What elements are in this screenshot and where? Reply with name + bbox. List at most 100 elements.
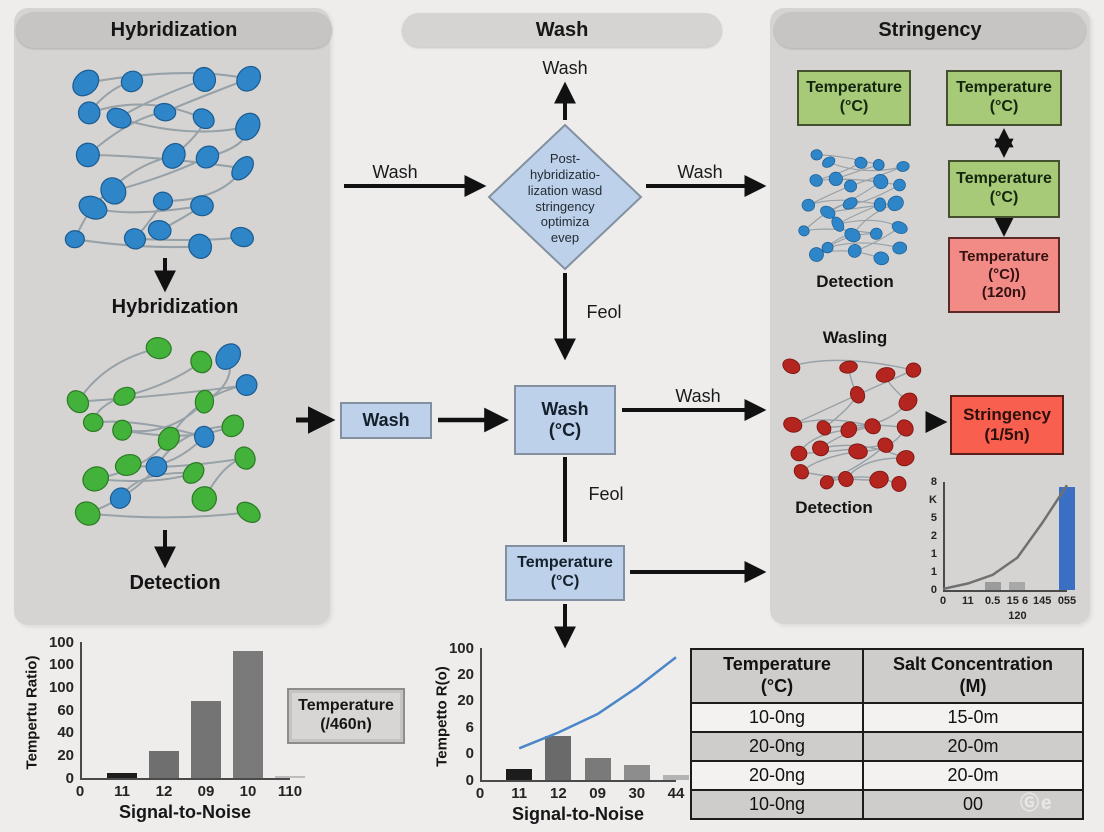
detection-step-label-left: Detection <box>129 572 221 594</box>
x-sub-tick-label: 120 <box>1008 610 1027 622</box>
table-cell: 20-0m <box>862 731 1084 762</box>
x-tick-label: 12 <box>155 783 173 800</box>
bar <box>506 769 533 780</box>
x-tick-label: 0 <box>939 595 947 607</box>
bar <box>191 701 221 778</box>
wash-arrow-in-label: Wash <box>372 162 418 182</box>
table-cell: 20-0m <box>862 760 1084 791</box>
y-tick-label: 0 <box>465 745 474 763</box>
bar <box>107 773 137 778</box>
table-header-salt: Salt Concentration (M) <box>862 648 1084 704</box>
y-tick-label: 20 <box>457 692 474 710</box>
protein-structure-blue-small <box>798 149 910 266</box>
y-tick-label: 8 <box>930 475 937 488</box>
protein-structure-green-blue <box>66 337 261 526</box>
table-cell: 15-0m <box>862 702 1084 733</box>
bar <box>1009 582 1026 590</box>
y-tick-label: 6 <box>465 718 474 736</box>
detection-step-label-right-bottom: Detection <box>795 498 873 517</box>
header-hybridization: Hybridization <box>16 12 332 48</box>
x-tick-label: 09 <box>197 783 215 800</box>
header-hybridization-label: Hybridization <box>110 18 238 41</box>
hybridization-step-label: Hybridization <box>111 296 239 318</box>
bar <box>984 582 1001 590</box>
y-axis <box>80 642 82 778</box>
x-tick-label: 0 <box>475 785 485 802</box>
wash-c-box: Wash (°C) <box>514 385 616 455</box>
header-stringency-label: Stringency <box>878 18 982 41</box>
y-tick-label: 1 <box>930 547 937 560</box>
y-tick-label: 0 <box>930 583 937 596</box>
bar <box>233 650 263 778</box>
table-header-row: Temperature (°C) Salt Concentration (M) <box>690 648 1084 704</box>
y-tick-label: 20 <box>57 746 74 764</box>
header-stringency: Stringency <box>774 12 1086 48</box>
header-wash-label: Wash <box>535 18 589 41</box>
header-wash: Wash <box>402 13 722 47</box>
x-axis <box>943 590 1067 592</box>
watermark: Ⓖe <box>1020 793 1054 814</box>
y-tick-label: 20 <box>457 665 474 683</box>
bar <box>623 765 650 780</box>
x-tick-label: 0 <box>75 783 85 800</box>
y-tick-label: 5 <box>930 511 937 524</box>
gray-temperature-box: Temperature (/460n) <box>287 688 405 744</box>
table-cell: 00 <box>862 789 1084 820</box>
x-tick-label: 15 6 <box>1006 595 1029 607</box>
y-axis <box>480 648 482 780</box>
wash-box: Wash <box>340 402 432 439</box>
x-tick-label: 09 <box>589 785 606 802</box>
y-tick-label: 1 <box>930 565 937 578</box>
x-tick-label: 145 <box>1033 595 1052 607</box>
y-tick-label: 40 <box>57 724 74 742</box>
x-tick-label: 44 <box>667 785 685 802</box>
y-tick-label: 100 <box>448 639 474 657</box>
green-temperature-box-3: Temperature (°C) <box>948 160 1060 218</box>
table-cell: 20-0ng <box>690 760 864 791</box>
y-tick-label: 100 <box>48 633 74 651</box>
diamond-text: Post- hybridizatio- lization wasd string… <box>527 151 603 246</box>
bar <box>663 774 689 780</box>
wash-right-arrow-label: Wash <box>675 386 721 406</box>
wash-arrow-out-label: Wash <box>677 162 723 182</box>
y-tick-label: 60 <box>57 701 74 719</box>
bar <box>545 736 572 780</box>
table-cell: 10-0ng <box>690 702 864 733</box>
x-tick-label: 12 <box>550 785 567 802</box>
protein-structure-blue <box>64 65 262 259</box>
x-tick-label: 055 <box>1057 595 1077 607</box>
green-temperature-box-2: Temperature (°C) <box>946 70 1062 126</box>
y-tick-label: 0 <box>465 771 474 789</box>
table-cell: 20-0ng <box>690 731 864 762</box>
stringency-box: Stringency (1/5n) <box>950 395 1064 455</box>
bar <box>584 757 611 780</box>
y-tick-label: 100 <box>48 678 74 696</box>
feol-upper-label: Feol <box>586 302 622 322</box>
table-cell: 10-0ng <box>690 789 864 820</box>
x-axis <box>480 780 676 782</box>
y-axis <box>943 482 945 590</box>
x-tick-label: 110 <box>277 783 303 800</box>
table-header-temperature: Temperature (°C) <box>690 648 864 704</box>
y-tick-label: 0 <box>65 769 74 787</box>
wash-top-label: Wash <box>542 58 588 78</box>
x-tick-label: 10 <box>239 783 257 800</box>
detection-step-label-right-top: Detection <box>816 272 894 291</box>
temperature-c-box: Temperature (°C) <box>505 545 625 601</box>
x-axis-label: Signal-to-Noise <box>511 804 644 824</box>
x-axis-label: Signal-to-Noise <box>118 802 251 822</box>
feol-lower-label: Feol <box>588 484 624 504</box>
protein-structure-red <box>782 358 922 492</box>
x-tick-label: 11 <box>961 595 974 607</box>
bar <box>149 750 179 778</box>
bar <box>1059 487 1075 590</box>
pink-temperature-box: Temperature (°C)) (120n) <box>948 237 1060 313</box>
green-temperature-box-1: Temperature (°C) <box>797 70 911 126</box>
